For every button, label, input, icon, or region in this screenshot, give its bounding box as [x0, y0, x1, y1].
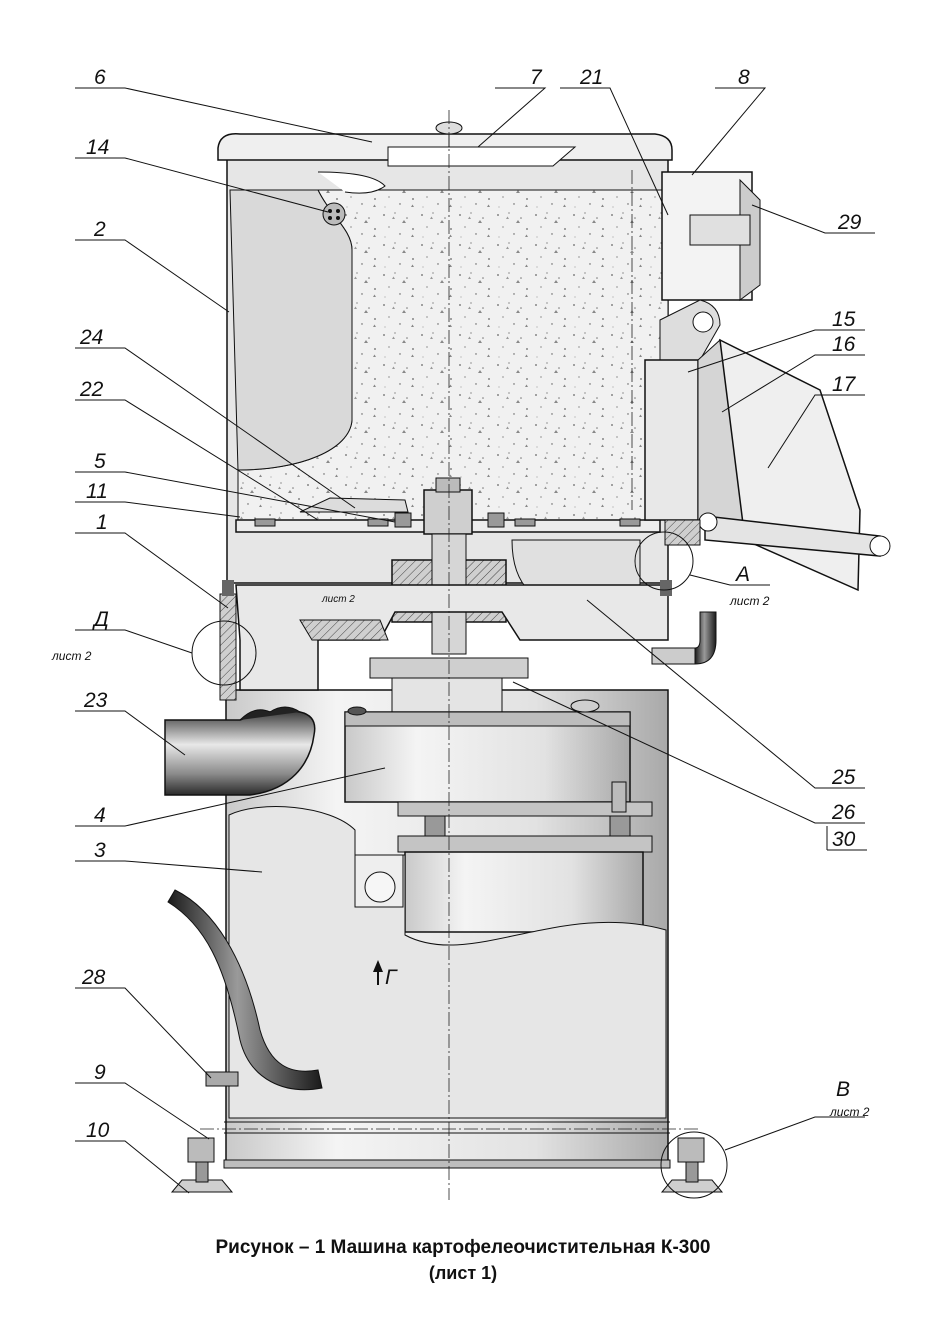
callout-30: 30 — [832, 828, 856, 851]
detail-label-d: Д — [92, 608, 109, 631]
feet — [170, 1137, 724, 1193]
detail-sheet-d: лист 2 — [51, 649, 92, 663]
detail-label-v: В — [836, 1078, 850, 1101]
callout-6: 6 — [94, 66, 106, 89]
disc-bolts — [254, 512, 641, 528]
water-hose — [167, 889, 323, 1091]
leader-lines — [75, 87, 875, 1194]
callout-26: 26 — [831, 801, 856, 824]
callout-7: 7 — [530, 66, 543, 89]
callout-10: 10 — [86, 1119, 110, 1142]
detail-circle-a — [634, 531, 694, 591]
callout-1: 1 — [96, 511, 108, 534]
callout-29: 29 — [837, 211, 862, 234]
spray-nozzle — [322, 202, 346, 226]
callout-2: 2 — [93, 218, 106, 241]
detail-sheet-v: лист 2 — [829, 1105, 870, 1119]
callout-9: 9 — [94, 1061, 106, 1084]
callout-23: 23 — [83, 689, 108, 712]
callout-5: 5 — [94, 450, 106, 473]
callout-4: 4 — [94, 804, 106, 827]
machine-body — [164, 121, 891, 1193]
callout-22: 22 — [79, 378, 104, 401]
figure-caption: Рисунок – 1 Машина картофелеочистительна… — [215, 1237, 711, 1258]
callout-16: 16 — [832, 333, 856, 356]
callout-labels: 6 7 21 8 14 29 2 15 24 16 17 22 5 11 1 2… — [51, 66, 870, 1142]
callout-17: 17 — [832, 373, 857, 396]
callout-14: 14 — [86, 136, 109, 159]
callout-11: 11 — [86, 480, 108, 503]
callout-3: 3 — [94, 839, 106, 862]
reducer — [344, 711, 631, 803]
callout-8: 8 — [738, 66, 750, 89]
callout-21: 21 — [579, 66, 603, 89]
callout-15: 15 — [832, 308, 856, 331]
callout-24: 24 — [79, 326, 103, 349]
detail-sheet-a: лист 2 — [729, 594, 770, 608]
detail-label-a: А — [734, 563, 750, 586]
view-label-g: Г — [385, 966, 398, 989]
motor — [404, 851, 644, 933]
callout-25: 25 — [831, 766, 856, 789]
hatch-door — [644, 359, 699, 521]
figure-caption-sheet: (лист 1) — [428, 1263, 498, 1283]
inner-sheet-note: лист 2 — [321, 594, 355, 605]
callout-28: 28 — [81, 966, 106, 989]
bottom-bowl — [235, 584, 669, 691]
detail-circle-v — [660, 1131, 728, 1199]
